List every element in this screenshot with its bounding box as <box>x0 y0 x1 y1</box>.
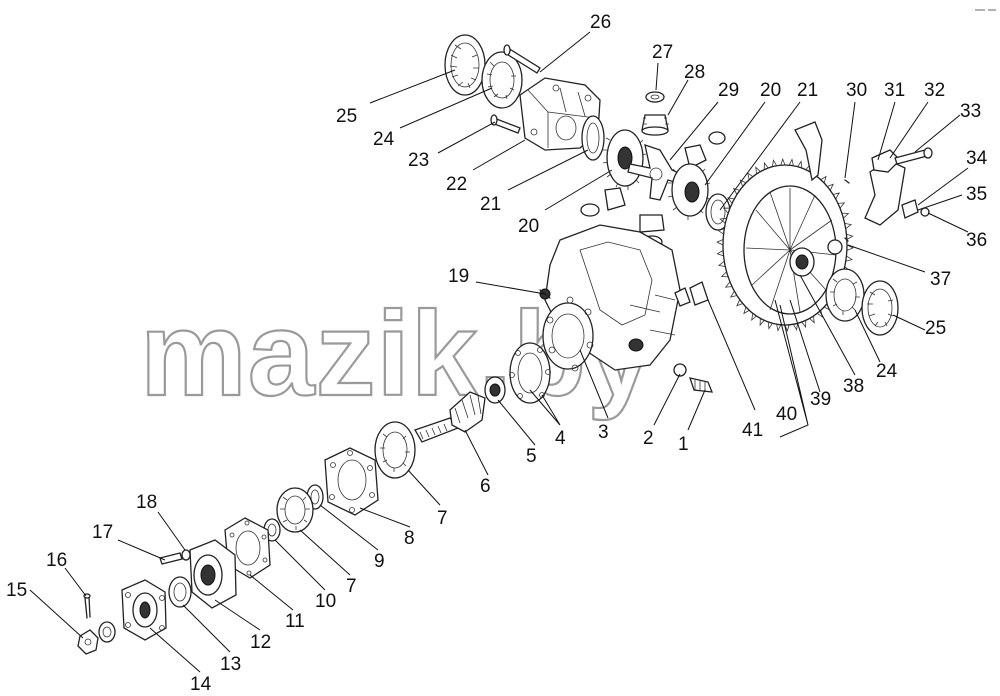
label-part-6: 6 <box>480 476 491 497</box>
label-part-4: 4 <box>555 428 566 449</box>
oil-seal-13 <box>168 576 192 608</box>
spider-cross-29 <box>627 144 691 201</box>
label-part-31: 31 <box>884 80 905 101</box>
label-part-41: 41 <box>742 420 763 441</box>
plug-1 <box>689 377 714 393</box>
bearing-24-right <box>825 268 865 322</box>
bearing-7-right <box>374 421 416 479</box>
drive-pinion-6 <box>414 391 486 443</box>
label-part-40: 40 <box>776 404 797 425</box>
label-part-19: 19 <box>448 266 469 287</box>
label-part-7-upper: 7 <box>437 508 448 529</box>
bearing-cage-25-right <box>861 280 899 336</box>
label-part-35: 35 <box>966 184 987 205</box>
label-part-9: 9 <box>374 551 385 572</box>
carrier-housing-3 <box>542 224 681 372</box>
label-part-38: 38 <box>843 376 864 397</box>
bearing-5 <box>484 376 506 404</box>
bearing-cover-12 <box>189 539 237 609</box>
label-part-10: 10 <box>315 591 336 612</box>
label-part-22: 22 <box>446 174 467 195</box>
label-part-21-left: 21 <box>480 194 501 215</box>
bearing-24-top <box>481 51 523 109</box>
label-part-18: 18 <box>136 492 157 513</box>
label-part-29: 29 <box>718 80 739 101</box>
label-part-2: 2 <box>643 428 654 449</box>
plugs-41 <box>674 281 709 307</box>
flange-14 <box>121 579 167 641</box>
pinion-gear-28 <box>641 114 669 136</box>
nut-15 <box>77 629 99 655</box>
ring-gear-38 <box>716 157 854 333</box>
label-part-28: 28 <box>684 62 705 83</box>
label-part-20-right: 20 <box>760 80 781 101</box>
bolt-33 <box>894 147 933 165</box>
thrust-washer-21-top <box>581 115 605 161</box>
label-part-1: 1 <box>678 434 689 455</box>
leader-lines <box>29 31 969 673</box>
label-part-24-right: 24 <box>876 361 898 382</box>
label-part-33: 33 <box>960 101 981 122</box>
washer-18 <box>181 549 191 561</box>
cotter-pin-16 <box>83 593 91 619</box>
plug-37 <box>827 237 849 255</box>
label-part-25-right: 25 <box>925 318 946 339</box>
label-part-36: 36 <box>966 230 987 251</box>
shims-4 <box>509 342 551 404</box>
label-part-7-lower: 7 <box>346 576 357 597</box>
bolt-26 <box>503 44 541 74</box>
label-part-37: 37 <box>930 269 951 290</box>
label-part-26: 26 <box>590 12 611 33</box>
washer-flange <box>98 621 116 643</box>
label-part-17: 17 <box>92 522 113 543</box>
label-part-24-left: 24 <box>373 129 395 150</box>
label-part-32: 32 <box>924 80 945 101</box>
label-part-12: 12 <box>250 632 271 653</box>
part-number-labels: 1 2 3 4 5 6 7 7 8 9 10 11 12 13 14 15 16… <box>6 12 988 695</box>
bolt-17 <box>159 552 183 565</box>
bearing-7-left <box>276 487 314 533</box>
label-part-5: 5 <box>526 446 537 467</box>
label-part-23: 23 <box>408 150 429 171</box>
label-part-20-left: 20 <box>518 216 539 237</box>
label-part-13: 13 <box>220 654 241 675</box>
label-part-16: 16 <box>46 550 67 571</box>
bearing-housing-8 <box>324 447 379 516</box>
pinion-gear-27 <box>645 91 665 103</box>
label-part-3: 3 <box>598 422 609 443</box>
label-part-15: 15 <box>6 580 27 601</box>
lock-plate-34-35-36 <box>901 199 930 219</box>
label-part-27: 27 <box>652 42 673 63</box>
pin-30 <box>844 179 850 184</box>
label-part-11: 11 <box>285 611 305 632</box>
label-part-21-right: 21 <box>797 80 818 101</box>
label-part-34: 34 <box>966 148 988 169</box>
label-part-8: 8 <box>404 528 415 549</box>
side-gear-20-right <box>667 163 711 220</box>
label-part-39: 39 <box>810 389 831 410</box>
label-part-14: 14 <box>190 674 212 695</box>
pinion-gear-small-right <box>684 131 726 169</box>
label-part-30: 30 <box>846 80 867 101</box>
bearing-cage-25-top <box>444 34 486 96</box>
breather-2 <box>673 363 687 377</box>
label-part-25-left: 25 <box>336 106 357 127</box>
side-gear-20-left <box>602 129 647 190</box>
bolt-23 <box>490 114 521 134</box>
